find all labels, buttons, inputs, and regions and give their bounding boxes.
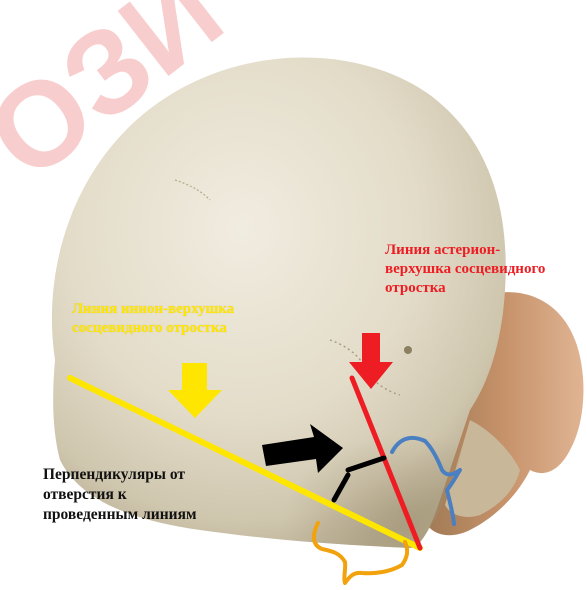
asterion-mark <box>404 346 412 354</box>
red-line-label: Линия астерион- верхушка сосцевидного от… <box>385 241 587 298</box>
perpendiculars-label: Перпендикуляры от отверстия к проведенны… <box>43 465 273 525</box>
yellow-line-label: Линия инион-верхушка сосцевидного отрост… <box>72 300 332 338</box>
